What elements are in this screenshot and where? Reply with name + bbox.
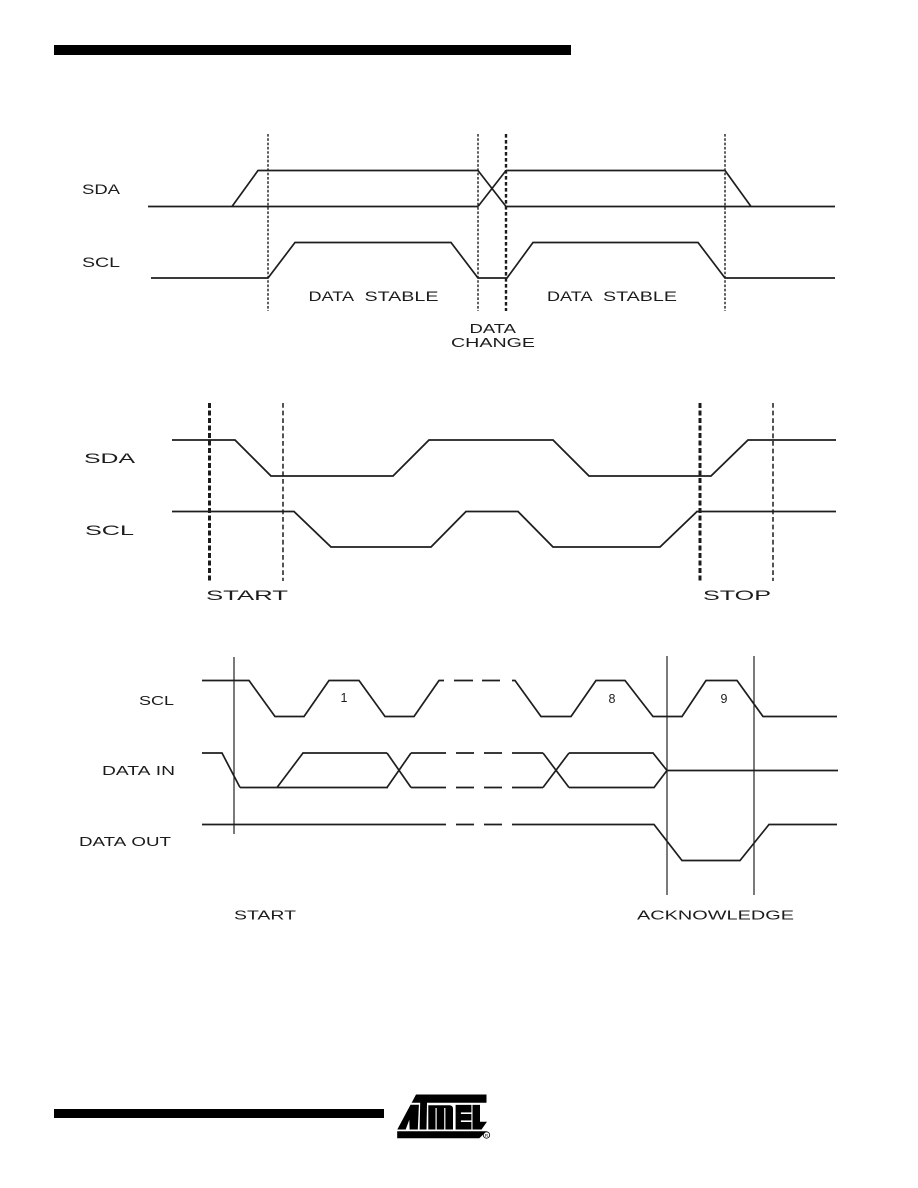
svg-text:SCL: SCL bbox=[82, 254, 120, 270]
svg-text:SCL: SCL bbox=[85, 522, 134, 538]
svg-text:SCL: SCL bbox=[139, 693, 174, 708]
svg-text:START: START bbox=[206, 587, 289, 603]
svg-text:SDA: SDA bbox=[82, 181, 121, 197]
svg-text:SDA: SDA bbox=[84, 450, 136, 466]
svg-text:ACKNOWLEDGE: ACKNOWLEDGE bbox=[637, 908, 794, 923]
svg-text:DATA: DATA bbox=[470, 322, 517, 336]
svg-text:STOP: STOP bbox=[703, 587, 771, 603]
svg-text:1: 1 bbox=[341, 691, 348, 705]
svg-text:STABLE: STABLE bbox=[603, 288, 677, 304]
svg-text:STABLE: STABLE bbox=[365, 288, 439, 304]
svg-text:DATA OUT: DATA OUT bbox=[79, 834, 171, 849]
svg-text:START: START bbox=[234, 908, 296, 923]
svg-text:DATA: DATA bbox=[547, 288, 593, 304]
svg-text:CHANGE: CHANGE bbox=[451, 336, 535, 350]
svg-text:8: 8 bbox=[609, 692, 616, 706]
svg-text:DATA: DATA bbox=[309, 288, 355, 304]
svg-text:R: R bbox=[485, 1133, 489, 1139]
svg-text:9: 9 bbox=[721, 692, 728, 706]
svg-text:DATA IN: DATA IN bbox=[102, 763, 175, 778]
